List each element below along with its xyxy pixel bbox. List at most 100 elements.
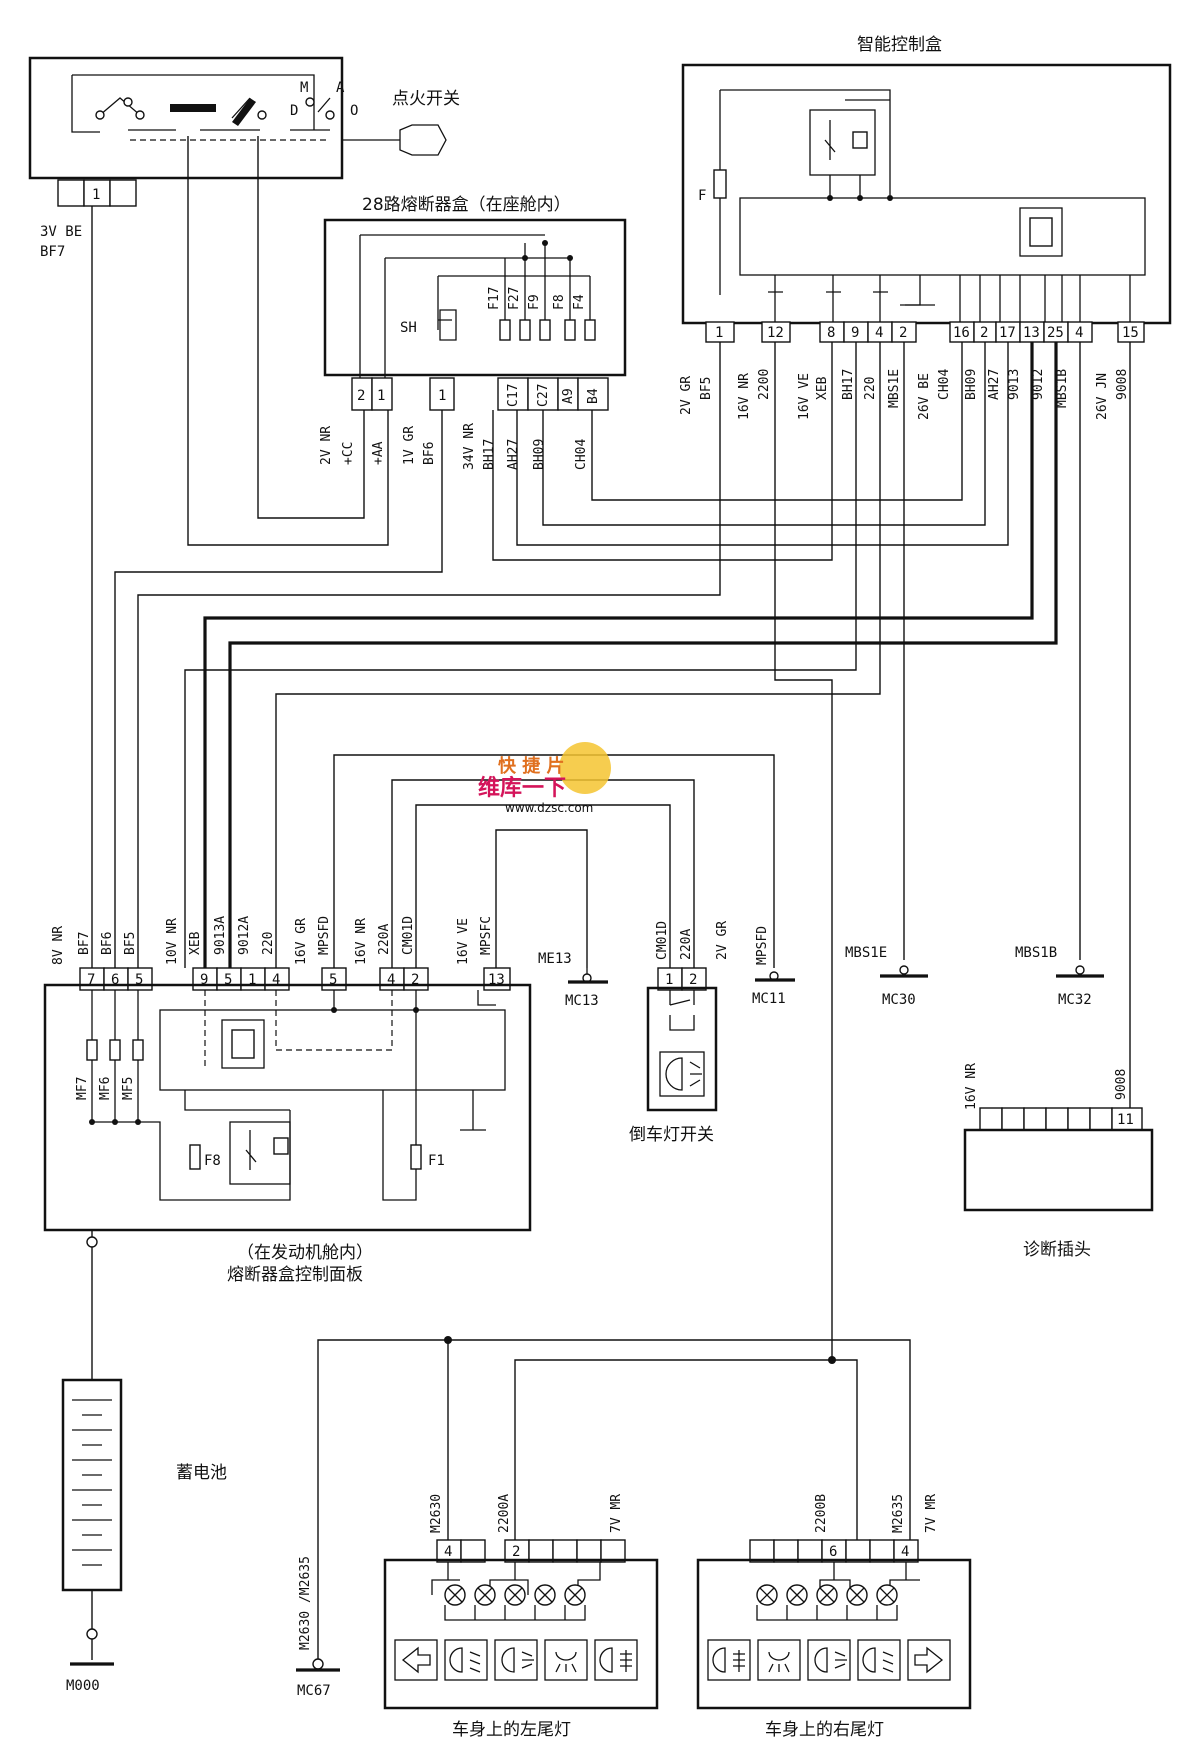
smartbox-internal-links <box>774 275 1131 325</box>
sb-wire-id: MBS1B <box>1055 369 1070 408</box>
right-lamp-row <box>756 1584 898 1621</box>
ground-points: ME13 MC13 MPSFD MC11 MBS1E MC30 MBS1B MC… <box>538 926 1104 1009</box>
wire-bf6 <box>114 410 443 968</box>
fb28-wire-bf6-id: BF6 <box>422 442 437 465</box>
smartbox-pin: 2 <box>899 325 907 341</box>
battery-cells <box>72 1399 112 1566</box>
battery-title: 蓄电池 <box>176 1463 227 1483</box>
right-turn-signal-icon <box>907 1639 951 1681</box>
fusebox-28: 28路熔断器盒（在座舱内） F17 F27 F9 F8 F4 SH 2 1 1 … <box>319 195 627 470</box>
ep-wire-id: BF7 <box>77 932 92 955</box>
sb-wire-color: 26V JN <box>1095 373 1110 420</box>
ep-wire-id: 9012A <box>237 916 252 955</box>
ep-wire-id: BF5 <box>123 932 138 955</box>
smartbox-pin: 15 <box>1122 325 1139 341</box>
sb-wire-color: 26V BE <box>917 373 932 420</box>
sb-wire-id: CH04 <box>937 369 952 400</box>
engine-panel-chip-icon <box>221 1019 265 1069</box>
wire-9013 <box>203 342 1034 968</box>
wire-bh09 <box>542 342 986 526</box>
wire-xeb <box>184 342 857 968</box>
ep-wire-color: 16V GR <box>294 918 309 965</box>
engine-relay-contact <box>245 1130 257 1170</box>
smartbox-pin: 17 <box>999 325 1016 341</box>
fusebox28-pin-b4: B4 <box>586 388 601 404</box>
wire-2200 <box>774 342 833 1340</box>
diagnostic-title: 诊断插头 <box>1023 1240 1091 1260</box>
sb-wire-id: 9008 <box>1115 369 1130 400</box>
sb-wire-id: BF5 <box>699 377 714 400</box>
ground-mc30: MC30 <box>882 992 916 1008</box>
ep-wire-id: 220 <box>261 932 276 955</box>
engine-panel-title-2: 熔断器盒控制面板 <box>227 1265 363 1285</box>
fuse-f8-engine <box>189 1144 201 1170</box>
fuse-f9-label: F9 <box>527 294 542 310</box>
ignition-pin: 1 <box>92 187 100 203</box>
ignition-wire-id: BF7 <box>40 244 65 260</box>
sb-wire-id: 2200 <box>757 369 772 400</box>
shunt-label: SH <box>400 320 417 336</box>
fuse-f1-engine <box>410 1144 422 1170</box>
wire-mpsfd <box>333 754 775 968</box>
ep-pin: 1 <box>248 972 256 988</box>
sb-wire-color: 16V NR <box>737 373 752 420</box>
engine-relay-coil <box>273 1137 289 1155</box>
sb-wire-id: MBS1E <box>887 369 902 408</box>
smartbox-pin: 4 <box>875 325 883 341</box>
smartbox-relay <box>809 109 876 176</box>
sb-wire-id: BH17 <box>841 369 856 400</box>
reverse-switch-box <box>646 986 718 1112</box>
sb-wire-id: XEB <box>815 376 830 400</box>
ep-wire-color: 16V VE <box>456 918 471 965</box>
tail-wiring: M2630 /M2635 MC67 <box>296 1336 911 1699</box>
engine-panel-ecu <box>159 1009 506 1091</box>
ignition-pos-d: D <box>290 103 298 119</box>
ignition-wire-color: 3V BE <box>40 224 82 240</box>
diag-wire-id: 9008 <box>1114 1069 1129 1100</box>
reverse-wire-color: 2V GR <box>715 921 730 960</box>
right-position-icon <box>707 1639 751 1681</box>
ep-pin: 4 <box>387 972 395 988</box>
ep-pin: 5 <box>224 972 232 988</box>
ep-pin: 4 <box>272 972 280 988</box>
ground-m000: M000 <box>66 1678 100 1694</box>
reverse-light-switch: CM01D 220A 2V GR 1 2 倒车灯开关 <box>629 921 730 1145</box>
fusebox28-box <box>323 218 627 377</box>
ep-wire-id: MPSFD <box>317 916 332 955</box>
right-tail-box <box>696 1558 972 1710</box>
sb-wire-id: 9013 <box>1007 369 1022 400</box>
ignition-internal-wiring <box>71 74 330 133</box>
fusebox28-title: 28路熔断器盒（在座舱内） <box>362 195 571 215</box>
fuse-mf6 <box>109 1039 121 1061</box>
fb28-wire-cc-id: +CC <box>341 442 356 465</box>
sb-wire-color: 16V VE <box>797 373 812 420</box>
smartbox-pin: 4 <box>1075 325 1083 341</box>
smartbox-chip-icon <box>1019 207 1063 257</box>
fuse-f4-label: F4 <box>572 294 587 310</box>
ignition-pos-a: A <box>336 80 345 96</box>
fb28-wire-bh17-id: BH17 <box>482 439 497 470</box>
right-tail-internal <box>819 1562 920 1595</box>
smartbox-pin: 9 <box>851 325 859 341</box>
right-pin: 4 <box>901 1544 909 1560</box>
fuse-f17 <box>499 319 511 341</box>
right-wire: M2635 <box>891 1494 906 1533</box>
smartbox-pin: 8 <box>827 325 835 341</box>
left-pin: 2 <box>512 1544 520 1560</box>
left-tail-box <box>383 1558 659 1710</box>
left-tail-internal <box>431 1562 601 1595</box>
ep-pin: 6 <box>111 972 119 988</box>
wire-aa <box>187 136 389 546</box>
wire-220 <box>275 342 881 968</box>
fuse-f17-label: F17 <box>487 287 502 310</box>
ep-pin: 9 <box>200 972 208 988</box>
left-turn-signal-icon <box>394 1639 438 1681</box>
ground-mc32: MC32 <box>1058 992 1092 1008</box>
wire-bf5 <box>137 342 721 968</box>
reverse-pin-2: 2 <box>689 972 697 988</box>
smartbox-fuse-label: F <box>698 188 706 204</box>
fb28-wire-aa-id: +AA <box>371 441 386 465</box>
left-reverse-icon <box>494 1639 538 1681</box>
sb-wire-id: AH27 <box>987 369 1002 400</box>
ground-mc11: MC11 <box>752 991 786 1007</box>
